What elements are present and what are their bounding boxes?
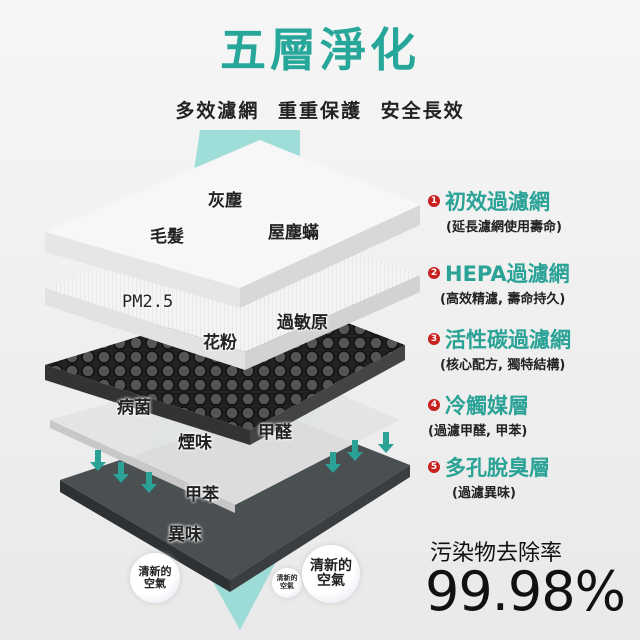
label-allergen: 過敏原: [277, 313, 328, 333]
fresh-air-bubble: 清新的空氣: [130, 553, 180, 603]
label-odor: 異味: [168, 525, 202, 545]
number-badge: 4: [428, 399, 440, 411]
label-germs: 病菌: [117, 398, 151, 418]
number-badge: 2: [428, 267, 440, 279]
label-formaldehyde: 甲醛: [258, 423, 292, 443]
layer-1-pre-filter: [45, 140, 420, 308]
label-hair: 毛髮: [150, 227, 184, 247]
airflow-arrows: [90, 432, 394, 493]
label-toluene: 甲苯: [185, 485, 219, 505]
page-title: 五層淨化: [220, 23, 420, 77]
label-pollen: 花粉: [203, 333, 237, 353]
removal-rate-value: 99.98%: [425, 560, 626, 623]
fresh-air-bubble-small: 清新的空氣: [272, 568, 302, 598]
number-badge: 1: [428, 195, 440, 207]
fresh-air-text: 清新的空氣: [310, 557, 352, 589]
number-badge: 3: [428, 333, 440, 345]
label-smoke: 煙味: [178, 433, 212, 453]
number-badge: 5: [428, 461, 440, 473]
fresh-air-bubble-large: 清新的空氣: [302, 545, 360, 603]
label-dust-mite: 屋塵蟎: [268, 223, 319, 243]
label-pm25: PM2.5: [122, 292, 174, 312]
subtitle: 多效濾網 重重保護 安全長效: [175, 100, 465, 122]
label-dust: 灰塵: [208, 191, 242, 211]
removal-rate-label: 污染物去除率: [430, 541, 563, 566]
